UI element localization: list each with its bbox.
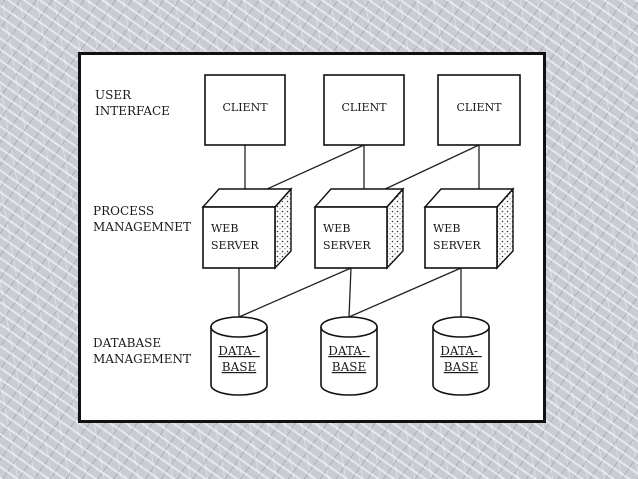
web-server-3: WEB SERVER [423,187,515,270]
database-2: DATA- BASE [320,316,378,396]
link-server2-db1 [238,267,352,318]
label-database-management: DATABASE MANAGEMENT [93,336,191,366]
client-box-3: CLIENT [437,74,521,146]
server-db-links [238,267,462,318]
database-label: DATA- BASE [328,344,370,374]
web-server-1: WEB SERVER [201,187,293,270]
label-process-management: PROCESS MANAGEMNET [93,204,191,234]
web-server-2: WEB SERVER [313,187,405,270]
database-label: DATA- BASE [440,344,482,374]
link-server3-db2 [348,267,462,318]
server-label: WEB SERVER [433,222,481,252]
client-box-2: CLIENT [323,74,405,146]
architecture-diagram: USER INTERFACE PROCESS MANAGEMNET DATABA… [93,74,521,396]
database-1: DATA- BASE [210,316,268,396]
client-box-1: CLIENT [204,74,286,146]
server-label: WEB SERVER [211,222,259,252]
label-user-interface: USER INTERFACE [95,88,170,118]
client-label: CLIENT [341,101,387,114]
client-label: CLIENT [222,101,268,114]
database-label: DATA- BASE [218,344,260,374]
link-server2-db2 [348,267,352,318]
database-3: DATA- BASE [432,316,490,396]
diagram-frame: USER INTERFACE PROCESS MANAGEMNET DATABA… [78,52,546,423]
server-label: WEB SERVER [323,222,371,252]
client-label: CLIENT [456,101,502,114]
